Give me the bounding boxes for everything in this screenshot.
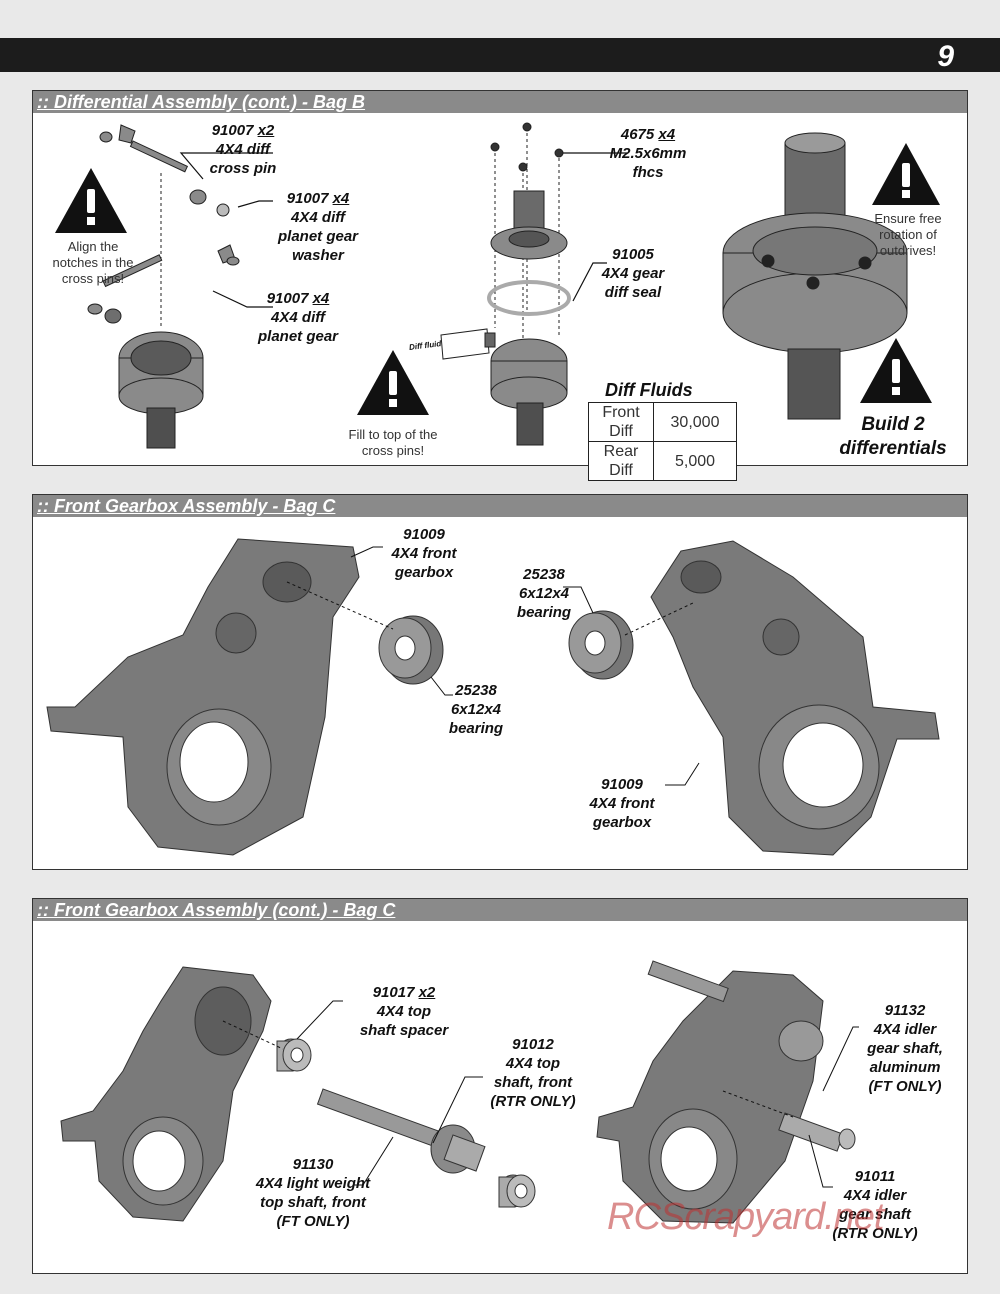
part-label-top-shaft: 91012 4X4 top shaft, front (RTR ONLY) [490,1036,576,1110]
section-body: 91007 x2 4X4 diff cross pin 91007 x4 4X4… [33,113,967,481]
page-number: 9 [937,40,954,73]
section-title: :: Front Gearbox Assembly (cont.) - Bag … [37,900,396,920]
section-title: :: Differential Assembly (cont.) - Bag B [37,92,366,112]
diff-illustration [55,122,940,449]
page-header-band [0,38,1000,72]
section-body: 91009 4X4 front gearbox 25238 6x12x4 bea… [33,517,967,869]
bearing-left [378,615,444,685]
warning-triangle-icon [872,143,940,205]
leader-lines [222,1000,859,1188]
spacer-top [276,1038,312,1072]
front-gearbox-section: :: Front Gearbox Assembly - Bag C [32,494,968,870]
bearing-right [568,610,634,680]
warning-fill-text: Fill to top of the cross pins! [348,427,438,458]
gearbox-half-right [596,960,824,1224]
diff-assembled [722,132,908,420]
part-label-planet-gear: 91007 x4 4X4 diff planet gear [257,290,339,345]
section-header-bar: :: Front Gearbox Assembly (cont.) - Bag … [33,899,967,921]
section-title: :: Front Gearbox Assembly - Bag C [37,496,336,516]
part-label-spacer: 91017 x2 4X4 top shaft spacer [359,984,449,1039]
part-label-bearing-upper: 25238 6x12x4 bearing [516,566,572,621]
top-shaft [316,1088,486,1174]
part-label-bearing-lower: 25238 6x12x4 bearing [448,682,504,737]
gearbox-half-left [60,966,272,1222]
part-label-gearbox-top: 91009 4X4 front gearbox [391,526,457,581]
warning-rotation-text: Ensure free rotation of outdrives! [874,211,942,258]
build-two-note: Build 2 differentials [839,414,947,459]
warning-triangle-icon [55,168,127,233]
part-label-planet-washer: 91007 x4 4X4 diff planet gear washer [277,190,359,264]
gearbox-illustration [46,538,940,856]
part-label-idler: 91011 4X4 idler gear shaft (RTR ONLY) [832,1168,918,1242]
front-gearbox-cont-section: :: Front Gearbox Assembly (cont.) - Bag … [32,898,968,1274]
part-label-diff-seal: 91005 4X4 gear diff seal [601,246,665,301]
diff-fluids-title: Diff Fluids [605,380,693,400]
leader-lines [286,546,700,786]
diff-assembly-section: :: Differential Assembly (cont.) - Bag B [32,90,968,481]
warning-align-text: Align the notches in the cross pins! [52,239,134,286]
warning-triangle-icon [860,338,932,403]
diff-left-exploded [87,124,240,449]
watermark-text: RCScrapyard.net [607,1196,884,1238]
part-label-screw: 4675 x4 M2.5x6mm fhcs [609,126,687,181]
leader-lines [179,152,627,308]
gearbox-left-half [46,538,360,856]
warning-triangle-icon [357,350,429,415]
spacer-bottom [498,1174,536,1208]
gearbox-right-half [650,540,940,856]
diff-middle-exploded [440,122,571,446]
gearbox-cont-illustration [60,960,859,1224]
section-body: 91017 x2 4X4 top shaft spacer 91012 4X4 … [33,921,967,1273]
part-label-cross-pin: 91007 x2 4X4 diff cross pin [209,122,277,177]
part-label-gearbox-bottom: 91009 4X4 front gearbox [589,776,655,831]
section-header-bar: :: Front Gearbox Assembly - Bag C [33,495,967,517]
part-label-idler-aluminum: 91132 4X4 idler gear shaft, aluminum (FT… [867,1002,943,1095]
idler-shaft [778,1112,856,1152]
section-header-bar: :: Differential Assembly (cont.) - Bag B [33,91,967,113]
part-label-light-shaft: 91130 4X4 light weight top shaft, front … [255,1156,371,1230]
